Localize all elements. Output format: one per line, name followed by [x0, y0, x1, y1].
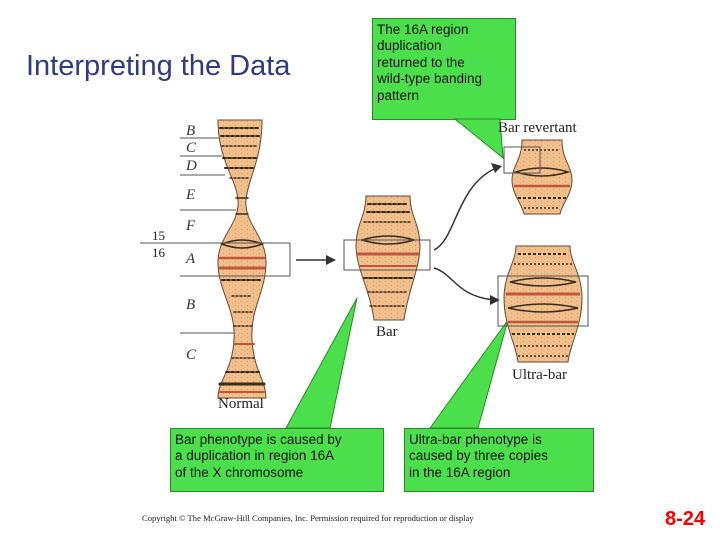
band-letter: A	[186, 251, 196, 267]
callout-ultra-bar: Ultra-bar phenotype is caused by three c…	[404, 428, 594, 492]
label-ultra-bar: Ultra-bar	[512, 367, 567, 383]
callout-ultra-pointer	[429, 319, 509, 429]
band-letter: D	[186, 158, 197, 174]
revertant-chromosome	[511, 139, 573, 215]
callout-line: Bar phenotype is caused by	[175, 432, 342, 447]
callout-top-pointer	[453, 118, 504, 160]
revertant-bands	[513, 149, 571, 209]
copyright-notice: Copyright © The McGraw-Hill Companies, I…	[142, 513, 474, 523]
ultra-region-box	[497, 275, 589, 327]
bar-region-box	[343, 239, 431, 271]
callout-line: Ultra-bar phenotype is	[409, 432, 542, 447]
label-bar-revertant: Bar revertant	[498, 120, 577, 136]
callout-line: duplication	[377, 38, 442, 54]
bar-bands	[356, 203, 420, 307]
band-letter: B	[186, 297, 196, 313]
callout-line: in the 16A region	[409, 464, 511, 480]
region-number-16: 16	[152, 245, 165, 260]
band-letter: B	[186, 123, 196, 139]
band-letter: E	[186, 187, 196, 203]
callout-line: The 16A region	[377, 22, 469, 37]
label-bar: Bar	[376, 324, 398, 340]
band-letter: F	[186, 218, 196, 234]
callout-revertant: The 16A region duplication returned to t…	[372, 18, 516, 120]
slide-title: Interpreting the Data	[26, 50, 291, 82]
callout-line: pattern	[377, 87, 420, 103]
band-division-lines	[140, 137, 291, 334]
revertant-region-box	[503, 146, 541, 174]
arrow-to-ultra	[433, 267, 495, 301]
normal-bands	[218, 127, 266, 393]
ultra-bar-bands	[506, 253, 580, 357]
callout-line: caused by three copies	[409, 448, 548, 464]
band-letter: C	[186, 140, 197, 156]
slide-number: 8-24	[665, 508, 706, 530]
callout-line: returned to the	[377, 54, 465, 70]
callout-bar-pointer	[285, 297, 358, 429]
callout-line: a duplication in region 16A	[175, 448, 335, 464]
bar-chromosome	[355, 195, 421, 321]
callout-bar: Bar phenotype is caused by a duplication…	[170, 428, 384, 492]
callout-line: of the X chromosome	[175, 464, 304, 480]
band-letter: C	[186, 347, 197, 363]
arrow-head	[326, 255, 336, 265]
arrow-to-revertant	[433, 167, 497, 251]
callout-line: wild-type banding	[377, 71, 483, 87]
region-number-15: 15	[152, 228, 165, 243]
label-normal: Normal	[218, 396, 264, 412]
